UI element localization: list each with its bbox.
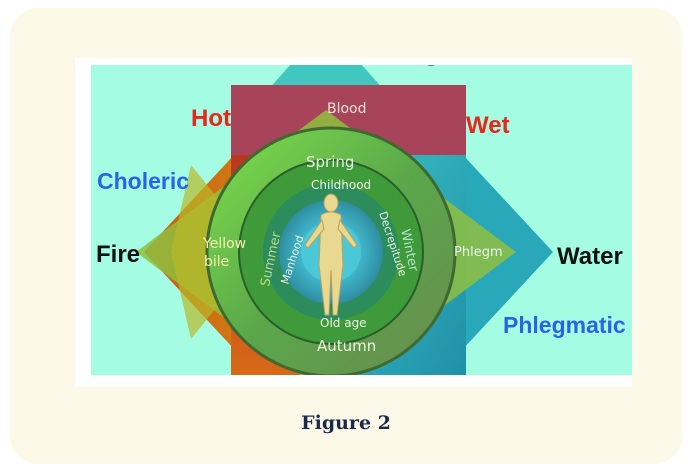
humour-label-blood: Blood bbox=[327, 101, 367, 117]
quality-label-wet: Wet bbox=[466, 112, 510, 139]
element-label-water: Water bbox=[557, 243, 623, 270]
age-label-childhood: Childhood bbox=[311, 178, 371, 192]
figure-caption: Figure 2 bbox=[0, 412, 692, 434]
humours-diagram: Hot Wet g Choleric Phlegmatic Fire Water… bbox=[91, 65, 632, 375]
quality-label-top-partial: g bbox=[424, 65, 439, 67]
humour-label-yellow-bile-1: Yellow bbox=[202, 236, 246, 252]
season-label-spring: Spring bbox=[306, 153, 354, 171]
season-label-autumn: Autumn bbox=[317, 337, 376, 355]
temperament-label-phlegmatic: Phlegmatic bbox=[503, 312, 626, 338]
humour-label-yellow-bile-2: bile bbox=[204, 254, 229, 270]
age-label-old-age: Old age bbox=[320, 316, 367, 330]
element-label-fire: Fire bbox=[96, 241, 140, 268]
quality-label-hot: Hot bbox=[191, 105, 231, 132]
humour-label-phlegm: Phlegm bbox=[454, 245, 503, 260]
temperament-label-choleric: Choleric bbox=[97, 168, 189, 194]
